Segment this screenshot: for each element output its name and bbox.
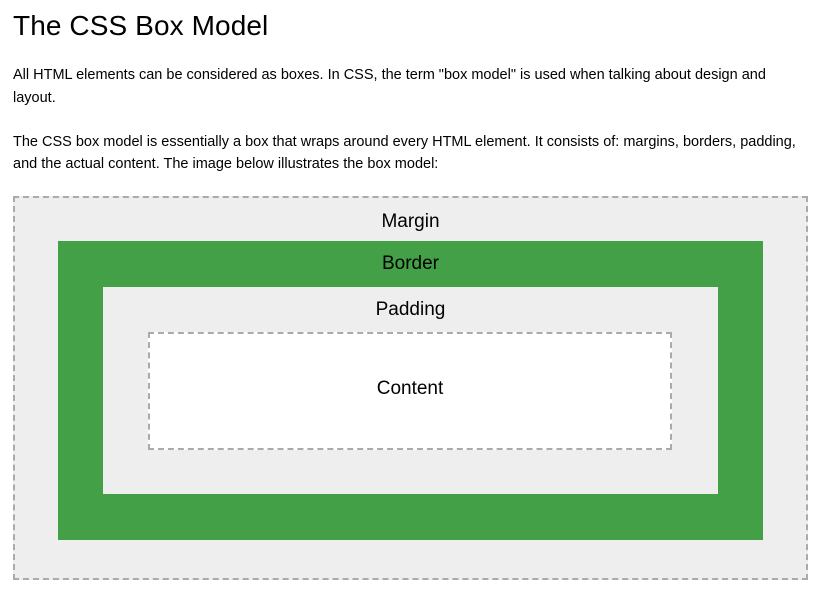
box-model-margin-layer: Margin Border Padding Content [13, 196, 808, 580]
intro-paragraph-2: The CSS box model is essentially a box t… [13, 133, 796, 173]
margin-label: Margin [381, 211, 440, 232]
intro-paragraph-1: All HTML elements can be considered as b… [13, 67, 766, 106]
padding-label: Padding [375, 299, 446, 320]
content-label: Content [376, 378, 444, 399]
box-model-padding-layer: Padding Content [103, 287, 718, 494]
box-model-border-layer: Border Padding Content [58, 241, 763, 540]
border-label: Border [381, 253, 440, 274]
page-title: The CSS Box Model [13, 10, 269, 41]
box-model-content-layer: Content [148, 332, 672, 450]
